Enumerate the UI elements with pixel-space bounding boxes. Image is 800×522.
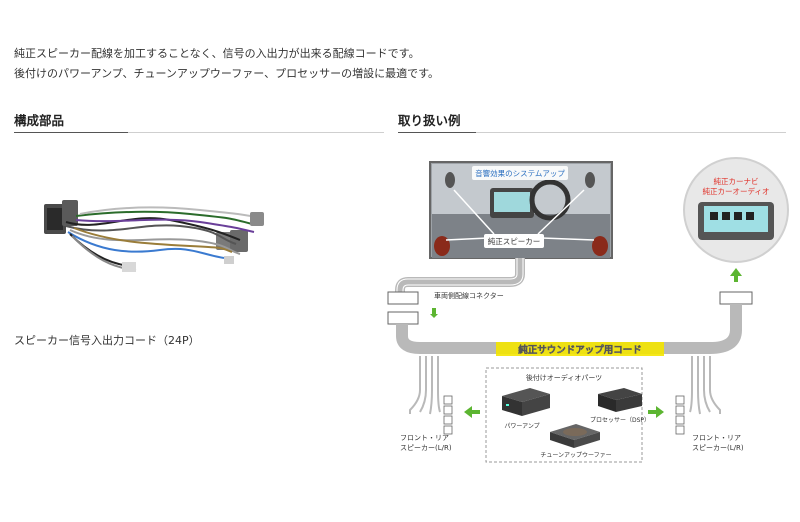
sound-up-label: 音響効果のシステムアップ (475, 168, 565, 178)
power-amp-image (502, 388, 550, 416)
front-rear-right-label-1: フロント・リア (692, 434, 741, 442)
front-rear-right-label-2: スピーカー(L/R) (692, 444, 744, 452)
front-rear-left-label-2: スピーカー(L/R) (400, 444, 452, 452)
parts-box-label: 後付けオーディオパーツ (526, 373, 602, 382)
parts-section-divider (14, 132, 384, 133)
processor-label: プロセッサー（DSP） (590, 417, 650, 424)
up-arrow-icon (430, 308, 438, 318)
example-section-title: 取り扱い例 (398, 113, 461, 128)
speaker-label: 純正スピーカー (488, 236, 541, 246)
harness-image (44, 200, 264, 272)
left-arrow-icon (464, 406, 480, 418)
intro-line-2: 後付けのパワーアンプ、チューンアップウーファー、プロセッサーの増設に最適です。 (14, 67, 440, 80)
woofer-image (550, 424, 600, 448)
navi-label-2: 純正カーオーディオ (703, 186, 770, 196)
up-arrow-icon (730, 268, 742, 282)
connector-label: 車両側配線コネクター (434, 291, 504, 300)
processor-image (598, 388, 642, 412)
parts-box (485, 367, 643, 463)
intro-line-1: 純正スピーカー配線を加工することなく、信号の入出力が出来る配線コードです。 (14, 47, 420, 60)
front-rear-left-label-1: フロント・リア (400, 434, 449, 442)
navi-image (683, 157, 789, 263)
cord-label: 純正サウンドアップ用コード (518, 344, 642, 356)
right-arrow-icon (648, 406, 664, 418)
example-section-divider (398, 132, 786, 133)
part-label: スピーカー信号入出力コード（24P） (14, 334, 200, 347)
usage-diagram: 音響効果のシステムアップ 純正スピーカー 純正カーナビ 純正カーオーディオ 車両… (387, 157, 789, 463)
woofer-label: チューンアップウーファー (540, 451, 611, 459)
power-amp-label: パワーアンプ (504, 423, 539, 430)
intro-text: 純正スピーカー配線を加工することなく、信号の入出力が出来る配線コードです。 後付… (14, 44, 439, 84)
navi-label-1: 純正カーナビ (714, 176, 759, 186)
parts-section-title: 構成部品 (14, 113, 65, 128)
